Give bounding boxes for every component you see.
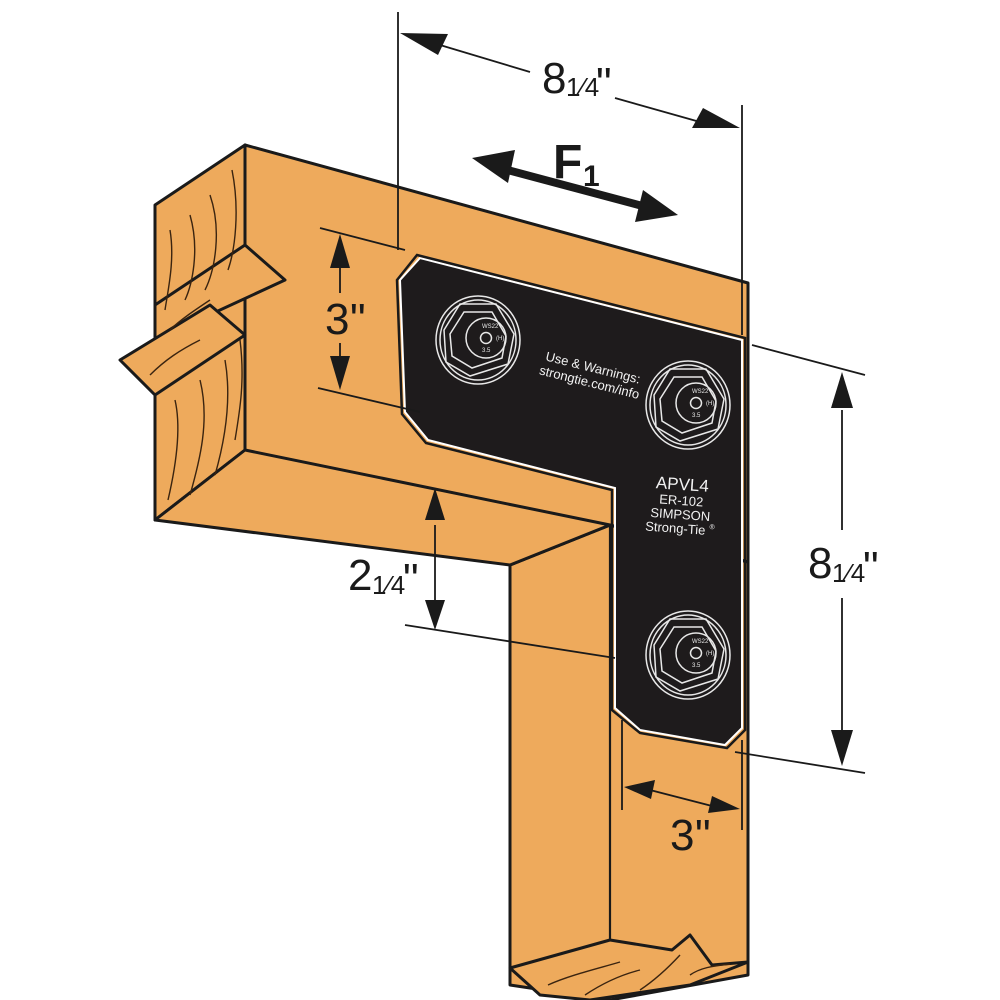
svg-text:(H): (H): [496, 336, 504, 342]
svg-text:": ": [596, 59, 612, 108]
svg-text:WS22: WS22: [692, 639, 709, 645]
dimension-top-width: 8 1⁄4 ": [397, 12, 743, 335]
plate-model-text: APVL4 ER-102 SIMPSON Strong-Tie ®: [645, 473, 716, 538]
model-number: APVL4: [655, 473, 709, 496]
svg-text:": ": [695, 811, 711, 860]
svg-text:1⁄4: 1⁄4: [372, 570, 405, 600]
svg-text:WS22: WS22: [482, 324, 499, 330]
force-label: F: [553, 136, 582, 189]
bolt-2: WS22 (H) 3.5: [645, 360, 731, 450]
svg-text:": ": [350, 295, 366, 344]
svg-text:3.5: 3.5: [692, 413, 701, 419]
brand-name-2: Strong-Tie: [645, 519, 706, 538]
svg-text:1⁄4: 1⁄4: [566, 72, 599, 102]
svg-text:(H): (H): [706, 651, 714, 657]
svg-text:2: 2: [348, 551, 372, 600]
svg-text:3: 3: [325, 295, 349, 344]
bolt-3: WS22 (H) 3.5: [645, 610, 731, 700]
dimension-right-height: 8 1⁄4 ": [734, 344, 879, 774]
svg-text:WS22: WS22: [692, 389, 709, 395]
svg-text:8: 8: [808, 539, 832, 588]
svg-text:3.5: 3.5: [482, 348, 491, 354]
svg-text:": ": [403, 555, 419, 604]
post-broken-end: [508, 933, 750, 1000]
bolt-1: WS22 (H) 3.5: [435, 295, 521, 385]
beam-broken-end: [118, 169, 287, 501]
dimension-bottom-leg: 3 ": [621, 720, 743, 860]
svg-text:8: 8: [542, 54, 566, 103]
svg-text:": ": [863, 543, 879, 592]
svg-text:®: ®: [709, 523, 716, 531]
brand-name: SIMPSON: [650, 505, 711, 524]
svg-text:1⁄4: 1⁄4: [832, 558, 865, 588]
force-subscript: 1: [583, 160, 600, 193]
svg-text:3: 3: [670, 811, 694, 860]
svg-text:3.5: 3.5: [692, 663, 701, 669]
evaluation-code: ER-102: [659, 491, 704, 509]
svg-text:(H): (H): [706, 401, 714, 407]
dimension-beam-offset: 2 1⁄4 ": [348, 488, 616, 659]
force-arrow-f1: F 1: [472, 136, 678, 222]
dimension-left-leg: 3 ": [317, 227, 421, 413]
